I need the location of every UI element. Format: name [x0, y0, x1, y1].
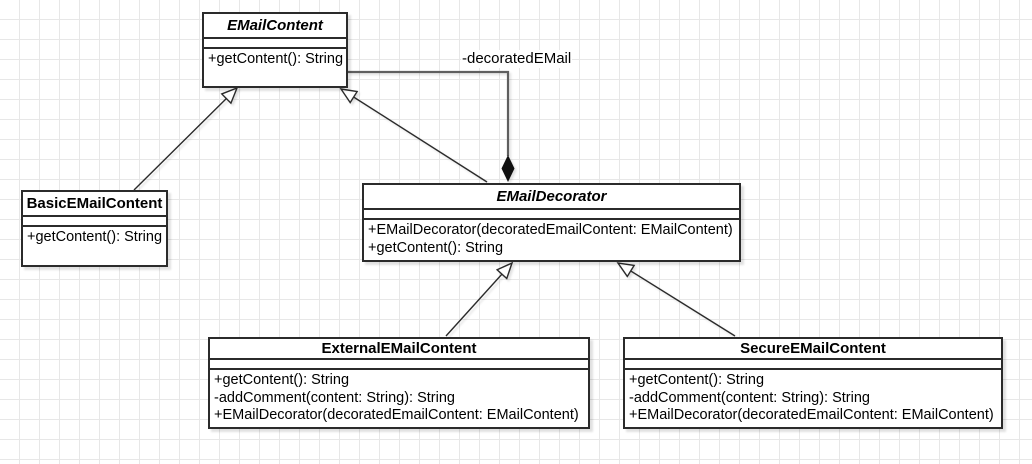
method-item: +getContent(): String — [629, 372, 765, 388]
method-item: -addComment(content: String): String — [629, 389, 870, 406]
class-title: BasicEMailContent — [23, 192, 166, 217]
methods-compartment: +getContent(): String-addComment(content… — [625, 370, 1001, 425]
methods-compartment: +getContent(): String-addComment(content… — [210, 370, 588, 425]
generalization-basicemailcontent-to-emailcontent[interactable] — [133, 88, 237, 191]
generalization-externalemailcontent-to-emaildecorator[interactable] — [445, 263, 512, 337]
generalization-emaildecorator-to-emailcontent[interactable] — [341, 89, 488, 183]
method-item: +getContent(): String — [27, 229, 163, 245]
class-title: EMailContent — [204, 14, 346, 39]
generalization-secureemailcontent-to-emaildecorator[interactable] — [618, 263, 736, 337]
edge-label-decorated-email[interactable]: -decoratedEMail — [461, 50, 573, 68]
method-item: +EMailDecorator(decoratedEmailContent: E… — [214, 407, 579, 423]
method-item: +EMailDecorator(decoratedEmailContent: E… — [368, 222, 733, 238]
composition-emaildecorator-to-emailcontent[interactable] — [348, 70, 515, 182]
class-title: SecureEMailContent — [625, 339, 1001, 360]
method-item: +EMailDecorator(decoratedEmailContent: E… — [629, 407, 994, 423]
method-item: +getContent(): String — [208, 51, 344, 67]
class-externalemailcontent[interactable]: ExternalEMailContent +getContent(): Stri… — [208, 337, 590, 429]
class-emailcontent[interactable]: EMailContent +getContent(): String — [202, 12, 348, 88]
composition-diamond-icon — [501, 155, 515, 182]
attributes-compartment — [23, 217, 166, 227]
class-emaildecorator[interactable]: EMailDecorator +EMailDecorator(decorated… — [362, 183, 741, 262]
class-secureemailcontent[interactable]: SecureEMailContent +getContent(): String… — [623, 337, 1003, 429]
methods-compartment: +EMailDecorator(decoratedEmailContent: E… — [364, 220, 739, 257]
methods-compartment: +getContent(): String — [204, 49, 346, 69]
method-item: +getContent(): String — [368, 239, 504, 256]
class-title: EMailDecorator — [364, 185, 739, 210]
attributes-compartment — [204, 39, 346, 49]
class-title: ExternalEMailContent — [210, 339, 588, 360]
method-item: -addComment(content: String): String — [214, 389, 455, 406]
attributes-compartment — [210, 360, 588, 370]
attributes-compartment — [625, 360, 1001, 370]
methods-compartment: +getContent(): String — [23, 227, 166, 247]
method-item: +getContent(): String — [214, 372, 350, 388]
class-basicemailcontent[interactable]: BasicEMailContent +getContent(): String — [21, 190, 168, 267]
attributes-compartment — [364, 210, 739, 220]
